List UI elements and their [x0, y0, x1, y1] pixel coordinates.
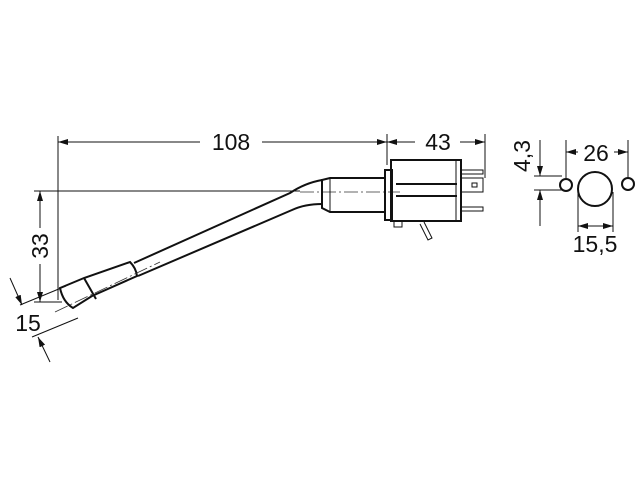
- dimension-33: 33: [27, 191, 53, 302]
- lever-arm: [54, 179, 400, 313]
- mounting-hole-right: [621, 177, 635, 191]
- mounting-hole-left: [559, 178, 573, 192]
- dimension-15: 15: [9, 277, 79, 363]
- center-hole: [577, 171, 613, 207]
- switch-housing: [384, 159, 484, 241]
- sleeve: [321, 177, 386, 213]
- dimension-label-43: 43: [425, 129, 451, 155]
- dimension-label-108: 108: [212, 129, 250, 155]
- dimension-4-3: 4,3: [509, 140, 543, 226]
- dimension-label-33: 33: [27, 233, 53, 259]
- dimension-label-15-5: 15,5: [573, 231, 618, 257]
- dimension-label-26: 26: [583, 140, 609, 166]
- dimension-15-5: 15,5: [573, 223, 618, 257]
- dimension-label-15: 15: [15, 310, 41, 336]
- dimension-43: 43: [387, 129, 485, 155]
- dimension-26: 26: [566, 140, 628, 166]
- dimension-108: 108: [58, 129, 387, 155]
- dimension-label-4-3: 4,3: [509, 140, 535, 172]
